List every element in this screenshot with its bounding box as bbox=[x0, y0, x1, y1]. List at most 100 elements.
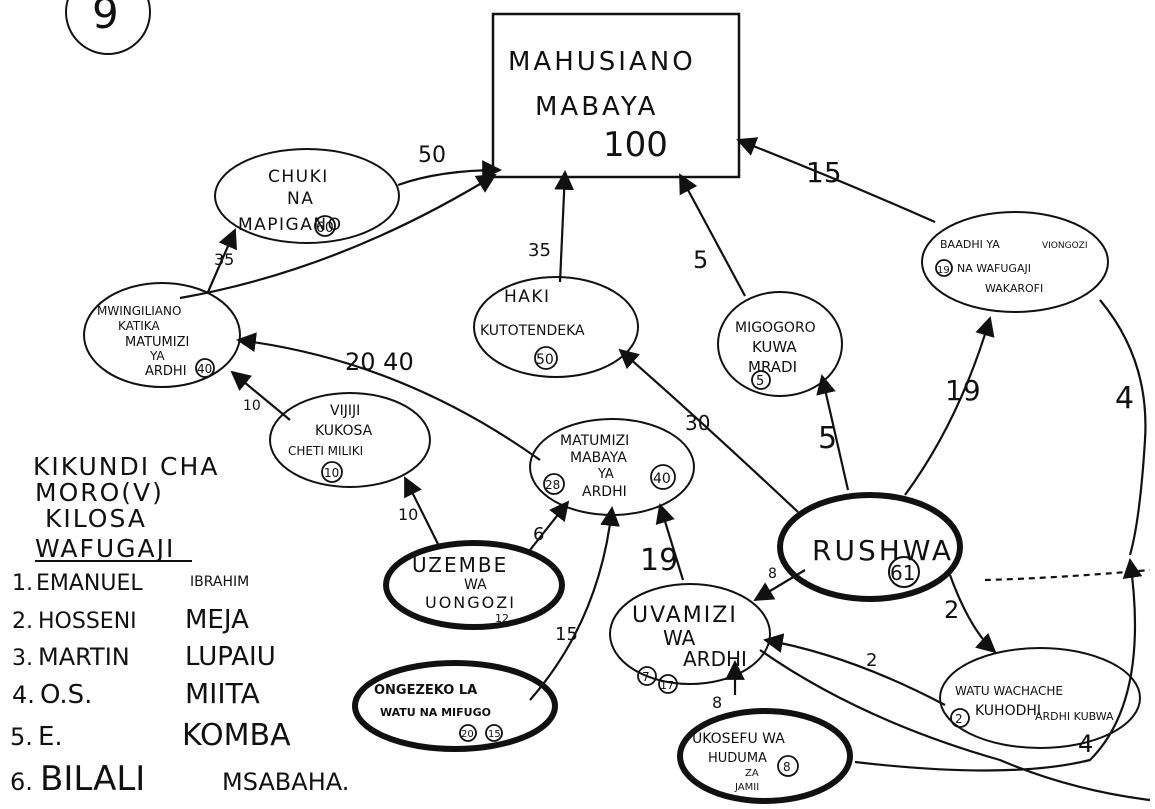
node-migogoro: MIGOGORO KUWA MRADI 5 bbox=[717, 291, 843, 397]
diagram-label: 3. bbox=[12, 646, 33, 671]
diagram-label: EMANUEL bbox=[36, 571, 143, 596]
diagram-label: 35 bbox=[528, 240, 551, 261]
node-watu: WATU WACHACHE KUHODHI ARDHI KUBWA 2 bbox=[939, 647, 1141, 749]
node-uzembe: UZEMBE WA UONGOZI 12 bbox=[383, 540, 565, 630]
diagram-label: 5 bbox=[756, 374, 764, 389]
diagram-label: RUSHWA bbox=[812, 534, 954, 567]
diagram-label: 5 bbox=[818, 421, 837, 456]
edge-watu-uvamizi bbox=[763, 633, 946, 706]
edge-uvamizi-matumizi bbox=[655, 503, 685, 581]
edge-mwing-main bbox=[179, 173, 497, 300]
diagram-label: KUKOSA bbox=[315, 423, 373, 439]
legend-line2: MORO(V) bbox=[35, 478, 164, 507]
edge-haki-main bbox=[554, 170, 575, 283]
diagram-label: 35 bbox=[214, 250, 234, 269]
node-ongezeko: ONGEZEKO LA WATU NA MIFUGO 20 15 bbox=[352, 660, 558, 752]
node-haki: HAKI KUTOTENDEKA 50 bbox=[473, 276, 639, 378]
diagram-label: 19 bbox=[937, 265, 950, 276]
corner-mark: 9 bbox=[65, 0, 151, 55]
diagram-label: KATIKA bbox=[118, 319, 160, 333]
member-5: 5. E. KOMBA bbox=[10, 718, 291, 753]
diagram-label: ARDHI KUBWA bbox=[1035, 710, 1114, 723]
diagram-label: MIGOGORO bbox=[735, 320, 816, 336]
diagram-label: UZEMBE bbox=[412, 553, 508, 577]
diagram-label: VIONGOZI bbox=[1042, 241, 1088, 251]
diagram-label: HAKI bbox=[504, 287, 551, 307]
diagram-label: 2 bbox=[944, 596, 959, 624]
diagram-label: KUTOTENDEKA bbox=[480, 323, 585, 339]
main-box-score: 100 bbox=[603, 125, 668, 165]
diagram-label: 2 bbox=[955, 712, 963, 726]
diagram-label: KUHODHI bbox=[975, 703, 1041, 719]
diagram-label: MWINGILIANO bbox=[97, 304, 181, 318]
member-3: 3. MARTIN LUPAIU bbox=[12, 642, 276, 672]
diagram-label: 40 bbox=[197, 362, 212, 376]
diagram-label: MATUMIZI bbox=[125, 335, 189, 350]
diagram-label: MSABAHA. bbox=[222, 768, 349, 796]
diagram-label: 61 bbox=[890, 561, 915, 585]
diagram-label: 6 bbox=[533, 524, 544, 545]
edge-weights: 50 35 5 15 35 20 40 10 30 5 19 10 6 19 1… bbox=[214, 143, 1134, 758]
diagram-label: 15 bbox=[806, 156, 842, 189]
diagram-label: KUWA bbox=[752, 338, 797, 356]
diagram-label: MIITA bbox=[185, 677, 260, 710]
edge-migogoro-main bbox=[679, 173, 746, 297]
diagram-label: LUPAIU bbox=[185, 642, 276, 672]
diagram-label: IBRAHIM bbox=[190, 574, 249, 590]
edge-rushwa-baadhi bbox=[904, 316, 995, 496]
diagram-label: CHETI MILIKI bbox=[288, 444, 363, 458]
diagram-label: 60 bbox=[316, 220, 334, 236]
diagram-label: MATUMIZI bbox=[560, 433, 629, 449]
node-vijiji: VIJIJI KUKOSA CHETI MILIKI 10 bbox=[269, 392, 431, 488]
main-box: MAHUSIANO MABAYA 100 bbox=[491, 12, 741, 179]
main-box-line1: MAHUSIANO bbox=[508, 47, 696, 77]
legend-line3: KILOSA bbox=[45, 504, 147, 533]
diagram-label: 15 bbox=[555, 624, 578, 645]
main-box-line2: MABAYA bbox=[535, 92, 658, 122]
member-6: 6. BILALI MSABAHA. bbox=[10, 759, 349, 799]
diagram-label: NA WAFUGAJI bbox=[957, 262, 1031, 275]
edge-matumizi-mwing bbox=[236, 332, 541, 461]
diagram-label: 19 bbox=[945, 374, 981, 407]
diagram-label: MARTIN bbox=[38, 643, 130, 671]
edge-mwing-chuki bbox=[206, 228, 237, 293]
diagram-label: 30 bbox=[685, 411, 710, 435]
diagram-label: 10 bbox=[243, 398, 261, 414]
legend-line4: WAFUGAJI bbox=[35, 534, 175, 563]
diagram-label: 5. bbox=[10, 723, 33, 751]
diagram-label: 17 bbox=[660, 679, 674, 692]
diagram-label: 50 bbox=[418, 143, 446, 168]
edge-uzembe-matumizi bbox=[529, 500, 570, 551]
diagram-label: JAMII bbox=[734, 782, 759, 793]
diagram-label: UKOSEFU WA bbox=[692, 731, 785, 747]
diagram-label: HUDUMA bbox=[708, 751, 767, 766]
node-ukosefu: UKOSEFU WA HUDUMA ZA JAMII 8 bbox=[677, 708, 853, 804]
node-chuki: CHUKI NA MAPIGANO 60 bbox=[214, 148, 400, 244]
edge-watu-dashed bbox=[984, 568, 1151, 582]
edge-rushwa-migogoro bbox=[816, 374, 850, 491]
diagram-label: 20 40 bbox=[345, 348, 414, 376]
edge-baadhi-main bbox=[736, 137, 936, 224]
diagram-label: WAKAROFI bbox=[985, 282, 1043, 295]
diagram-label: 50 bbox=[536, 352, 554, 368]
diagram-label: NA bbox=[287, 189, 314, 209]
diagram-label: 8 bbox=[712, 693, 722, 712]
node-uvamizi: UVAMIZI WA ARDHI 7 17 bbox=[609, 583, 771, 694]
diagram-label: CHUKI bbox=[268, 167, 329, 187]
diagram-label: 1. bbox=[12, 571, 33, 596]
diagram-label: 40 bbox=[653, 471, 671, 487]
diagram-label: E. bbox=[38, 722, 63, 752]
diagram-label: VIJIJI bbox=[330, 403, 360, 419]
diagram-label: 10 bbox=[324, 466, 339, 480]
diagram-label: ARDHI bbox=[145, 364, 187, 379]
diagram-label: 5 bbox=[693, 246, 708, 274]
diagram-label: UONGOZI bbox=[425, 593, 516, 612]
diagram-label: 8 bbox=[783, 760, 791, 774]
diagram-label: 2. bbox=[12, 609, 33, 634]
diagram-label: KOMBA bbox=[182, 718, 291, 753]
diagram-label: 20 bbox=[461, 729, 474, 740]
member-4: 4. O.S. MIITA bbox=[12, 677, 260, 710]
edge-chuki-main bbox=[397, 160, 502, 187]
diagram-label: HOSSENI bbox=[38, 609, 137, 634]
